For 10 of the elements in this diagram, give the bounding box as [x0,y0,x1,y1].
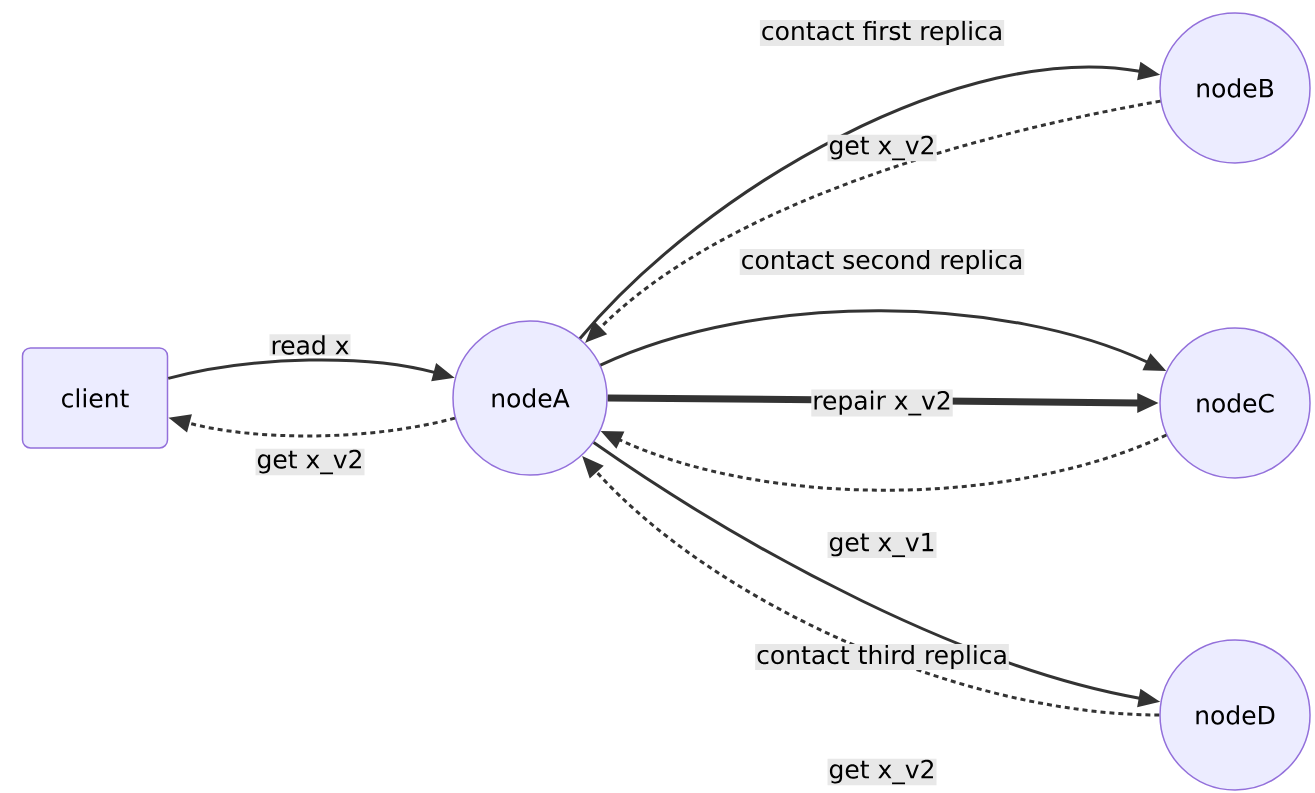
edge-label: get x_v1 [827,531,937,559]
edge-label: contact second replica [739,248,1025,276]
edge-label: get x_v2 [827,134,937,162]
edge-label: repair x_v2 [811,389,953,417]
edge-label: get x_v2 [255,448,365,476]
edge-label: contact third replica [755,643,1009,671]
edge-label: read x [269,334,351,356]
edge-label: get x_v2 [827,758,937,786]
edge-label: contact first replica [759,19,1005,47]
process-box: client [21,347,169,449]
